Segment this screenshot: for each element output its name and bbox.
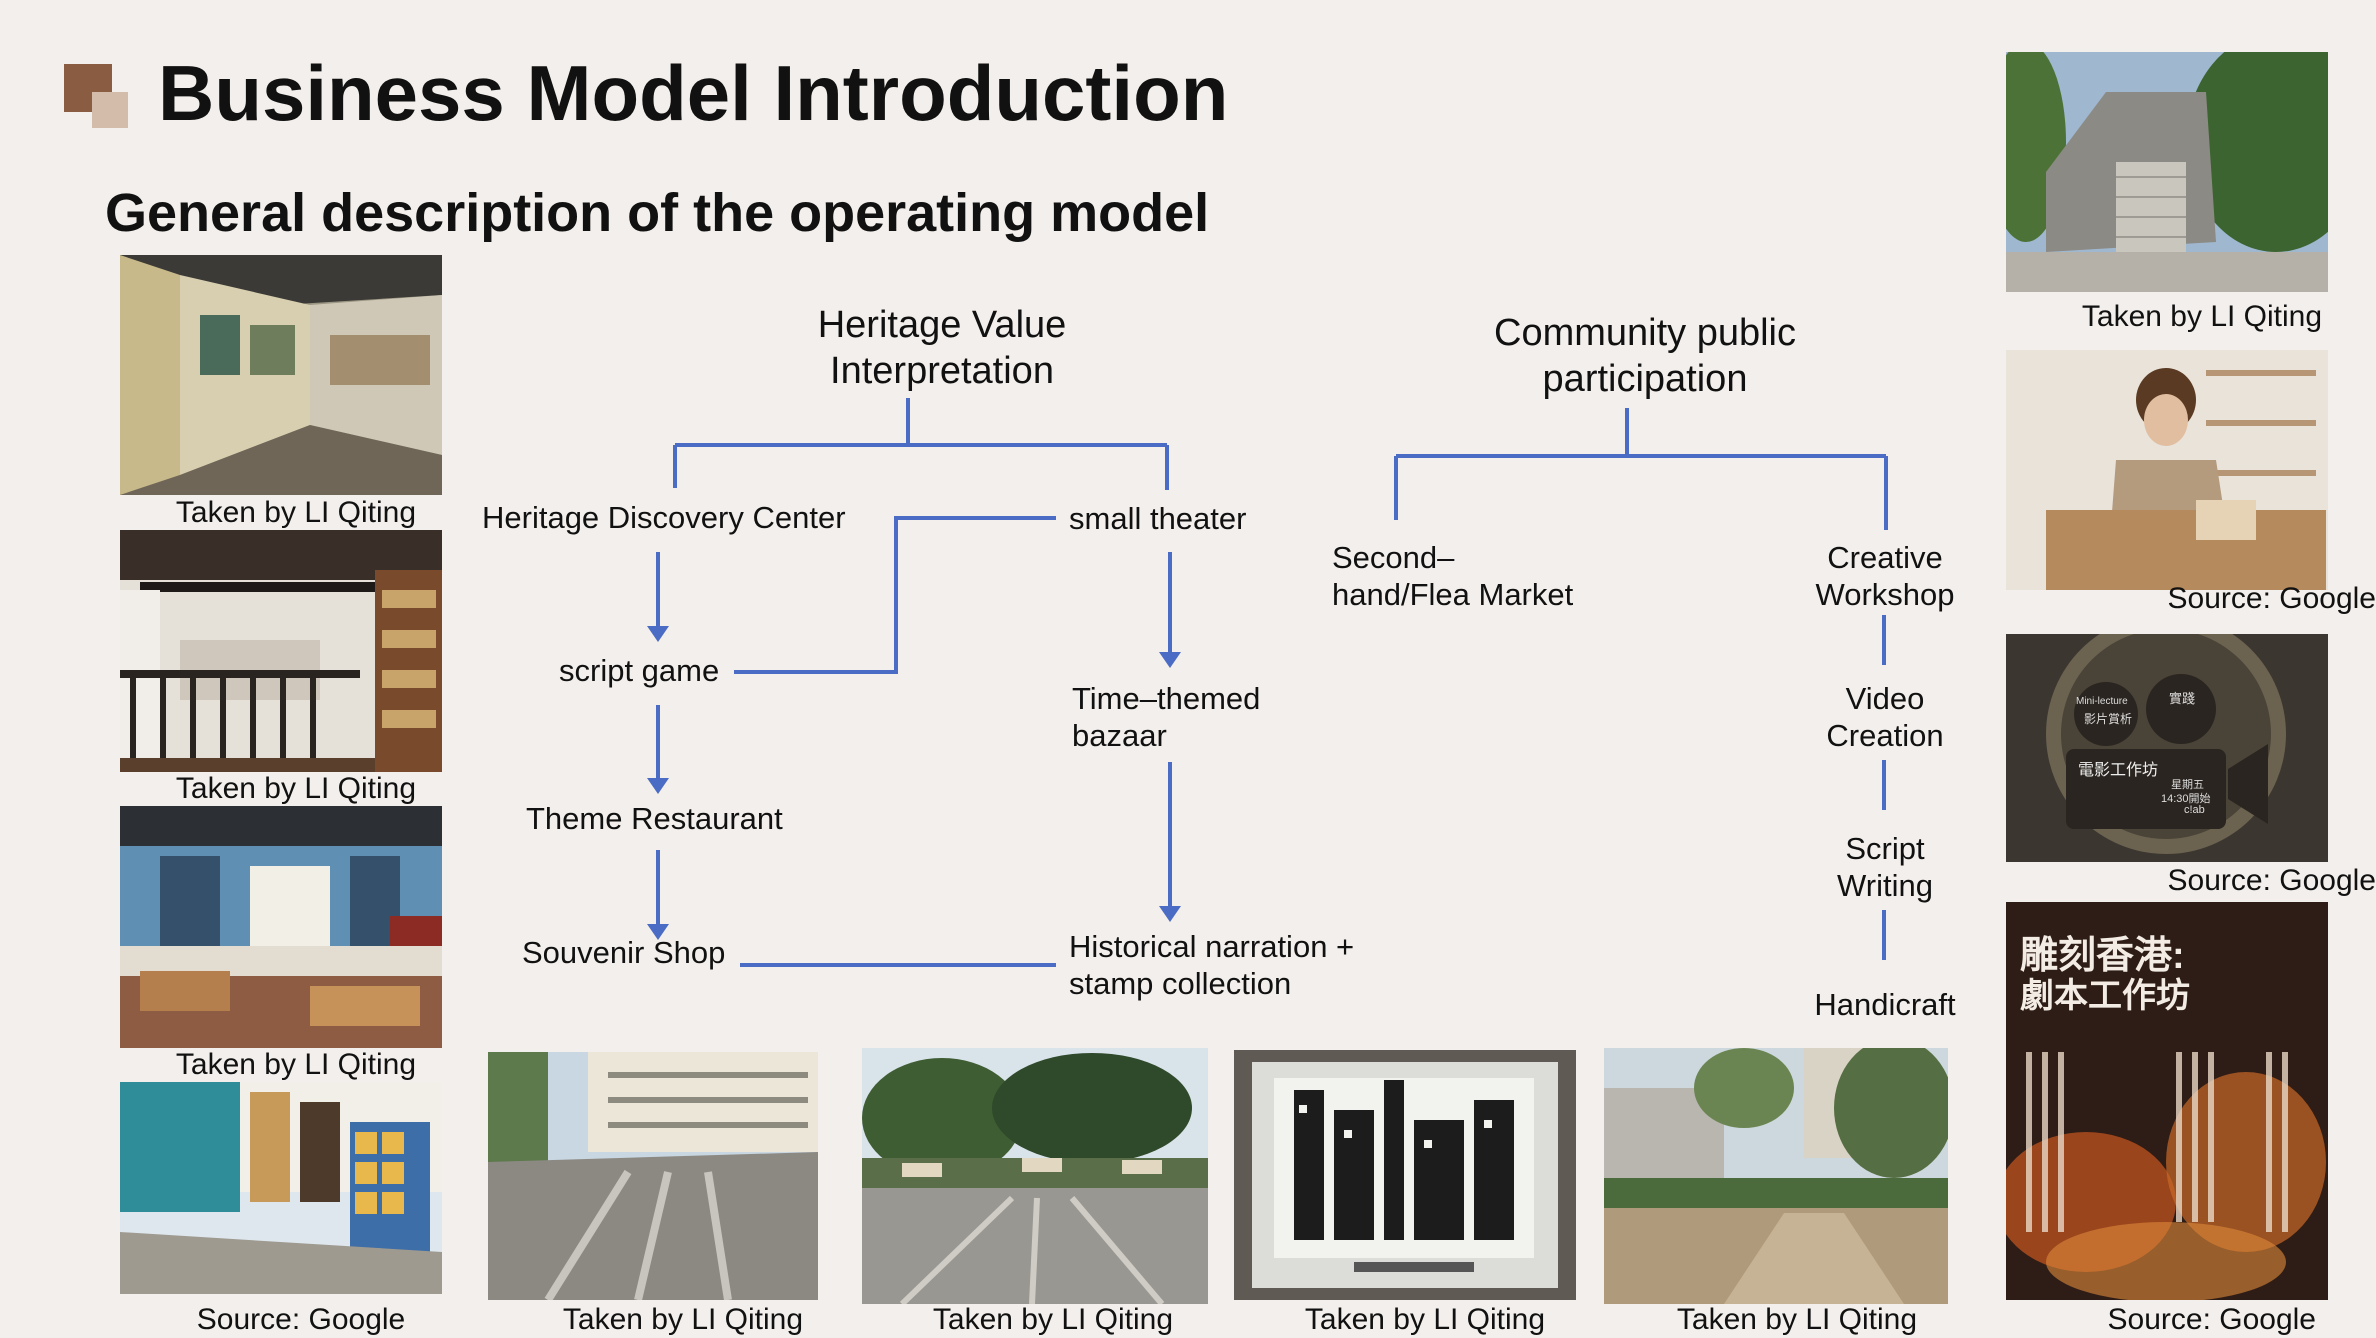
photo-plaza-buildings bbox=[488, 1052, 818, 1300]
node-video-creation: Video Creation bbox=[1826, 681, 1944, 753]
photo-concrete-building bbox=[2006, 52, 2328, 292]
node-historical-narration: Historical narration + stamp collection bbox=[1069, 929, 1355, 1001]
node-handicraft: Handicraft bbox=[1814, 987, 1956, 1022]
arrowhead bbox=[1159, 652, 1181, 668]
node-flea-market: Second– hand/Flea Market bbox=[1332, 540, 1574, 612]
heritage-heading: Heritage Value Interpretation bbox=[817, 304, 1067, 392]
poster-script-workshop: 雕刻香港: 劇本工作坊 bbox=[2006, 902, 2328, 1300]
node-small-theater: small theater bbox=[1069, 501, 1247, 536]
page-subtitle: General description of the operating mod… bbox=[105, 183, 1210, 243]
photo-caption: Taken by LI Qiting bbox=[562, 1303, 804, 1336]
poster-script-title-2: 劇本工作坊 bbox=[2020, 977, 2190, 1015]
poster-film-workshop-title: 電影工作坊 bbox=[2078, 762, 2159, 779]
poster-venue: c!ab bbox=[2184, 804, 2205, 816]
photo-caption: Taken by LI Qiting bbox=[1676, 1303, 1918, 1336]
photo-caption: Taken by LI Qiting bbox=[175, 772, 417, 805]
photo-woodworking bbox=[2006, 350, 2328, 590]
photo-caption: Source: Google bbox=[196, 1303, 406, 1336]
photo-interior-balcony bbox=[120, 530, 442, 772]
photo-caption: Source: Google bbox=[2167, 864, 2376, 897]
page-title: Business Model Introduction bbox=[158, 49, 1229, 137]
arrowhead bbox=[647, 924, 669, 940]
script-to-theater-connector bbox=[734, 516, 1056, 674]
heritage-tree-connector bbox=[673, 398, 1169, 490]
photo-caption: Source: Google bbox=[2107, 1303, 2316, 1336]
community-tree-connector bbox=[1394, 408, 1888, 530]
photo-street-market bbox=[120, 1082, 442, 1294]
poster-practice: 實踐 bbox=[2169, 691, 2196, 706]
arrowhead bbox=[647, 778, 669, 794]
photo-garden-path bbox=[1604, 1048, 1948, 1304]
arrowhead bbox=[647, 626, 669, 642]
photo-caption: Source: Google bbox=[2167, 582, 2376, 615]
node-theme-restaurant: Theme Restaurant bbox=[526, 801, 783, 836]
photo-caption: Taken by LI Qiting bbox=[932, 1303, 1174, 1336]
poster-mini-lecture-sub: 影片賞析 bbox=[2084, 712, 2133, 726]
arrowhead bbox=[1159, 906, 1181, 922]
photo-exhibition-hall bbox=[120, 255, 442, 495]
poster-time: 14:30開始 bbox=[2161, 793, 2211, 805]
node-souvenir-shop: Souvenir Shop bbox=[522, 935, 726, 970]
photo-square-trees bbox=[862, 1048, 1208, 1304]
photo-caption: Taken by LI Qiting bbox=[1304, 1303, 1546, 1336]
photo-restaurant bbox=[120, 806, 442, 1048]
node-script-game: script game bbox=[559, 653, 720, 688]
poster-mini-lecture: Mini-lecture bbox=[2076, 696, 2128, 707]
photo-caption: Taken by LI Qiting bbox=[2081, 300, 2323, 333]
node-heritage-discovery-center: Heritage Discovery Center bbox=[482, 500, 846, 535]
poster-day: 星期五 bbox=[2171, 779, 2204, 791]
photo-historical-plaque bbox=[1234, 1050, 1576, 1300]
title-accent-square-light bbox=[92, 92, 128, 128]
node-time-themed-bazaar: Time–themed bazaar bbox=[1072, 681, 1261, 753]
poster-film-workshop: Mini-lecture 影片賞析 實踐 電影工作坊 星期五 14:30開始 c… bbox=[2006, 634, 2328, 862]
photo-caption: Taken by LI Qiting bbox=[175, 496, 417, 529]
node-script-writing: Script Writing bbox=[1837, 831, 1933, 903]
photo-caption: Taken by LI Qiting bbox=[175, 1048, 417, 1081]
poster-script-title-1: 雕刻香港: bbox=[2020, 935, 2185, 977]
node-creative-workshop: Creative Workshop bbox=[1815, 540, 1955, 612]
community-heading: Community public participation bbox=[1494, 312, 1796, 400]
